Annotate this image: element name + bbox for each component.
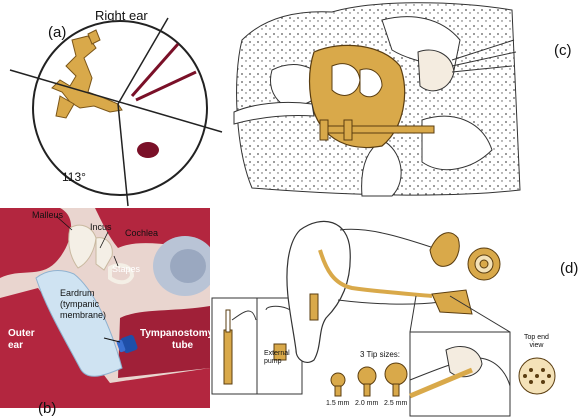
tip-size-2: 2.0 mm [355, 400, 378, 407]
stapes-label: Stapes [112, 264, 140, 274]
external-pump-line-2: pump [264, 358, 290, 366]
panel-b-label: (b) [38, 400, 56, 417]
tip-1-5mm [331, 373, 345, 396]
panel-c-label: (c) [554, 42, 572, 59]
tip-size-1: 1.5 mm [326, 400, 349, 407]
eardrum-label: Eardrum (tympanic membrane) [60, 288, 106, 321]
panel-d-label: (d) [560, 260, 578, 277]
panel-d: (d) External pump 3 Tip sizes: 1.5 mm 2.… [210, 210, 579, 419]
outer-ear-label-line-2: ear [8, 340, 35, 352]
otoscopic-view-drawing [0, 0, 232, 208]
top-end-view-label: Top end view [524, 334, 549, 350]
external-pump-line-1: External [264, 350, 290, 358]
external-pump-label: External pump [264, 350, 290, 366]
panel-a: (a) Right ear 113° [0, 0, 232, 208]
outer-ear-label-line-1: Outer [8, 328, 35, 340]
tip-size-3: 2.5 mm [384, 400, 407, 407]
tympanostomy-tube-label: Tympanostomy tube [140, 328, 213, 352]
panel-c: (c) [232, 0, 579, 210]
eardrum-label-line-1: Eardrum [60, 288, 106, 299]
outer-ear-label: Outer ear [8, 328, 35, 352]
eardrum-label-line-2: (tympanic [60, 299, 106, 310]
eardrum-label-line-3: membrane) [60, 310, 106, 321]
angle-label: 113° [62, 170, 86, 184]
panel-b: Malleus Incus Cochlea Stapes Eardrum (ty… [0, 208, 210, 419]
top-end-view-line-2: view [524, 342, 549, 350]
malleus-label: Malleus [32, 210, 63, 220]
tip-2-5mm [385, 363, 407, 396]
incus-label: Incus [90, 222, 112, 232]
tip-sizes-title: 3 Tip sizes: [360, 350, 400, 359]
ear-delivery-device-drawing [210, 210, 565, 419]
surgical-section-drawing [232, 0, 522, 200]
tube-label-line-1: Tympanostomy [140, 328, 213, 340]
top-end-view-line-1: Top end [524, 334, 549, 342]
tube-label-line-2: tube [140, 340, 213, 352]
tip-2-0mm [358, 367, 376, 396]
cochlea-label: Cochlea [125, 228, 158, 238]
